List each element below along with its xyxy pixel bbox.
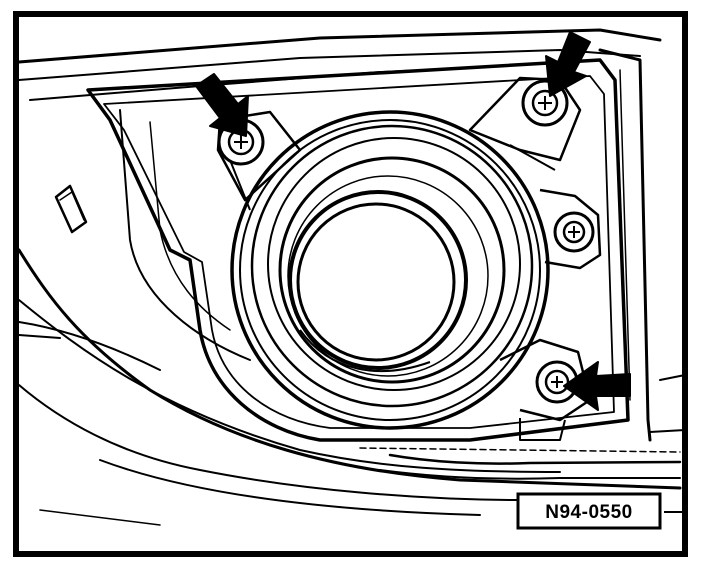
speaker-cone bbox=[278, 156, 506, 384]
speaker-unit bbox=[230, 110, 550, 430]
reference-label-box bbox=[516, 492, 662, 530]
screw-icon bbox=[535, 360, 579, 404]
figure-frame bbox=[13, 11, 688, 557]
door-trim-panel bbox=[17, 28, 686, 526]
speaker-dust-cap bbox=[296, 202, 456, 362]
arrows bbox=[195, 31, 631, 411]
reference-code: N94-0550 bbox=[545, 502, 632, 523]
arrow-icon bbox=[563, 361, 631, 411]
arrow-icon bbox=[195, 73, 249, 137]
speaker-outer-rim bbox=[230, 110, 550, 430]
speaker-dust-cap-outer bbox=[288, 190, 468, 370]
reference-label: N94-0550 bbox=[516, 492, 683, 530]
arrow-icon bbox=[545, 31, 591, 97]
screw-icon bbox=[553, 211, 595, 253]
